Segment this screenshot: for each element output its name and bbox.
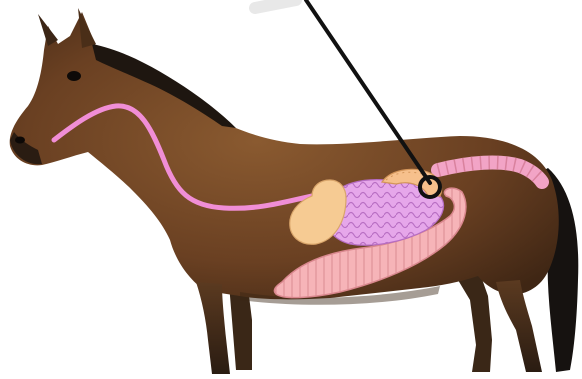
horse-near-fore-leg: [196, 282, 230, 374]
horse-body: [10, 12, 559, 299]
horse-nostril: [15, 137, 25, 144]
horse-eye: [67, 71, 81, 81]
horse: [10, 8, 579, 374]
horse-near-hind-leg: [496, 280, 542, 372]
horse-ear-left: [38, 14, 58, 46]
background-smudge: [255, 0, 296, 8]
